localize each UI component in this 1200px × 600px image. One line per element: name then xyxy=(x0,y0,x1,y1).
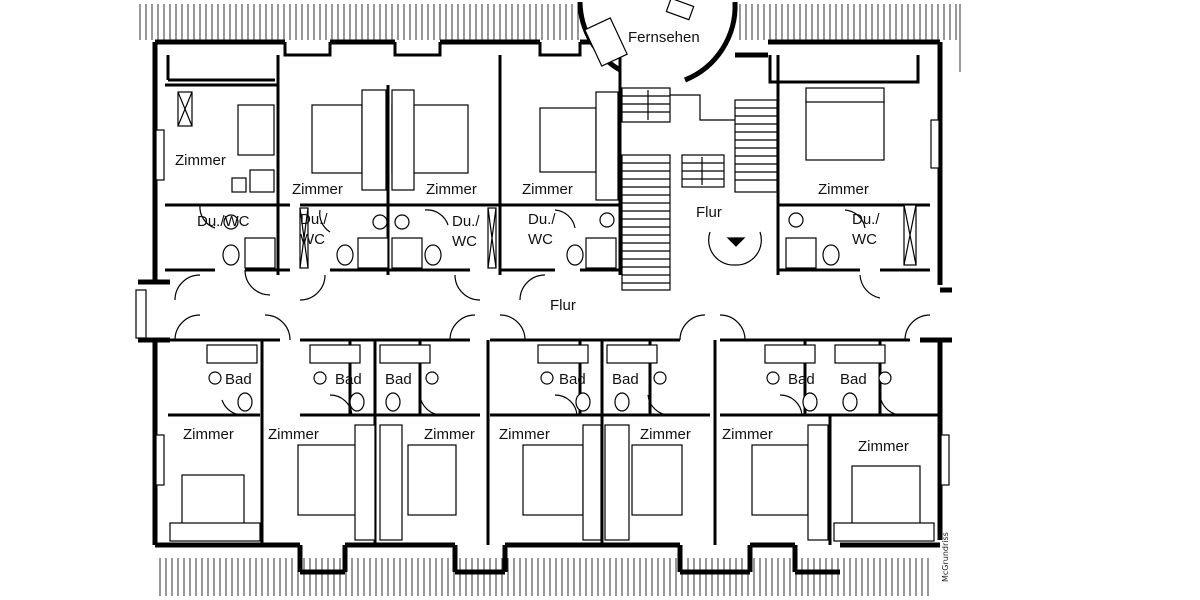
room-label-wc: WC xyxy=(452,233,477,250)
roof-hatching-bottom xyxy=(159,558,929,596)
upper-bathrooms xyxy=(222,204,917,269)
hallway-label: Flur xyxy=(550,297,576,314)
interior-walls xyxy=(165,55,940,545)
room-label-zimmer: Zimmer xyxy=(858,438,909,455)
room-label-du-wc: Du./WC xyxy=(197,213,250,230)
staircase-left xyxy=(621,87,671,291)
room-label-wc: WC xyxy=(852,231,877,248)
room-label-du: Du./ xyxy=(300,211,328,228)
room-label-zimmer: Zimmer xyxy=(424,426,475,443)
dormer-notches xyxy=(166,42,920,84)
room-label-zimmer: Zimmer xyxy=(268,426,319,443)
room-label-wc: WC xyxy=(300,231,325,248)
room-label-bad: Bad xyxy=(385,371,412,388)
room-label-bad: Bad xyxy=(612,371,639,388)
room-label-zimmer: Zimmer xyxy=(640,426,691,443)
furniture-upper xyxy=(177,87,885,201)
room-label-du: Du./ xyxy=(452,213,480,230)
room-label-bad: Bad xyxy=(559,371,586,388)
roof-hatching-top xyxy=(139,4,961,72)
room-label-zimmer: Zimmer xyxy=(292,181,343,198)
doors xyxy=(174,204,931,416)
watermark: McGrundriss xyxy=(941,532,950,582)
room-label-zimmer: Zimmer xyxy=(426,181,477,198)
room-label-wc: WC xyxy=(528,231,553,248)
room-label-zimmer: Zimmer xyxy=(818,181,869,198)
windows xyxy=(135,119,950,486)
room-label-zimmer: Zimmer xyxy=(183,426,234,443)
staircase-right xyxy=(670,94,778,193)
furniture-lower xyxy=(169,424,935,542)
room-label-zimmer: Zimmer xyxy=(499,426,550,443)
room-label-bad: Bad xyxy=(788,371,815,388)
exterior-walls xyxy=(138,39,952,575)
room-label-du: Du./ xyxy=(528,211,556,228)
lower-bathrooms xyxy=(206,344,892,412)
room-label-bad: Bad xyxy=(225,371,252,388)
room-label-zimmer: Zimmer xyxy=(175,152,226,169)
room-label-bad: Bad xyxy=(335,371,362,388)
room-label-zimmer: Zimmer xyxy=(522,181,573,198)
hallway-label: Flur xyxy=(696,204,722,221)
tv-room-label: Fernsehen xyxy=(628,29,700,46)
room-label-zimmer: Zimmer xyxy=(722,426,773,443)
room-labels: Fernsehen Zimmer Zimmer Zimmer Zimmer Zi… xyxy=(175,29,909,455)
room-label-bad: Bad xyxy=(840,371,867,388)
tv-room xyxy=(577,0,738,83)
room-label-du: Du./ xyxy=(852,211,880,228)
